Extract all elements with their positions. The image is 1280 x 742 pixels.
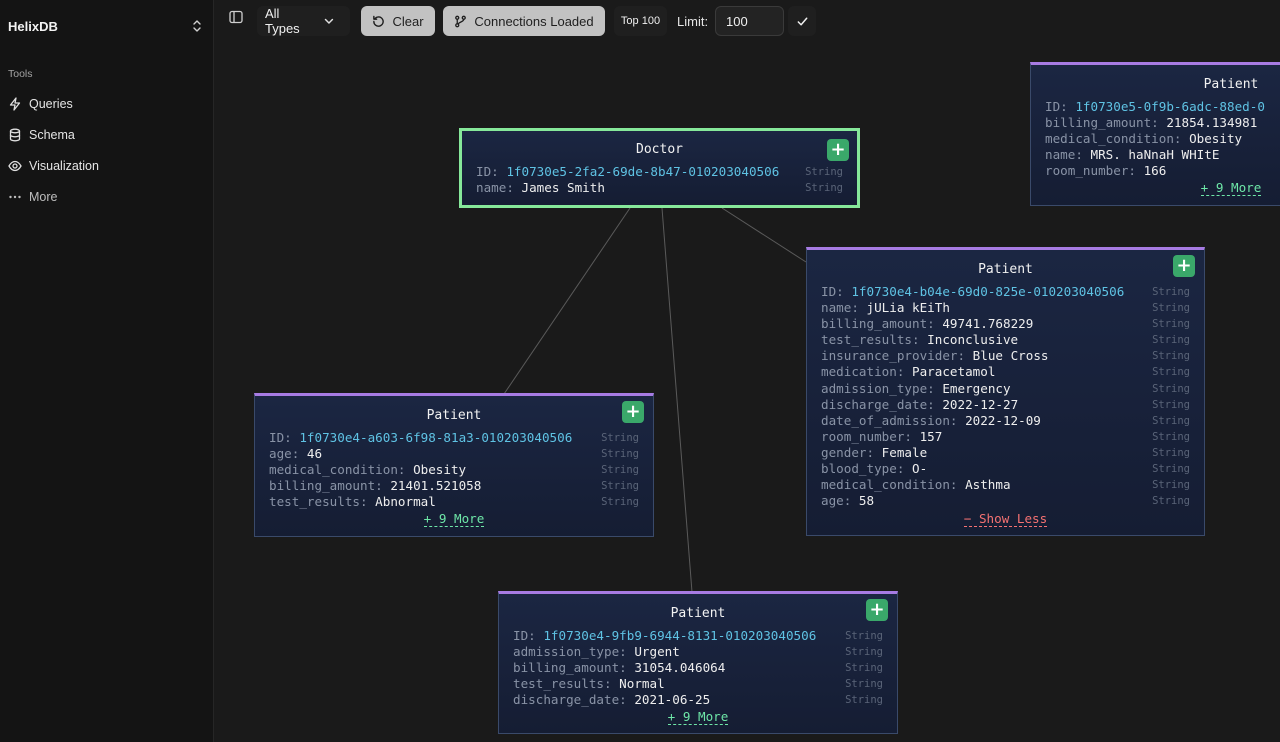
limit-label: Limit: — [677, 14, 709, 29]
eye-icon — [8, 160, 22, 171]
property-row: medical_condition: Obesity — [1045, 131, 1243, 147]
top-button-label: Top 100 — [620, 15, 661, 27]
property-row: billing_amount: 21854.134981 — [1045, 115, 1258, 131]
ellipsis-icon — [9, 195, 21, 198]
sidebar: HelixDB Tools Queries Schema Visualizati… — [0, 0, 214, 742]
apply-limit-button[interactable] — [788, 6, 816, 36]
plus-icon: + — [830, 139, 846, 160]
property-row: ID: 1f0730e4-b04e-69d0-825e-010203040506… — [821, 284, 1190, 299]
property-row: room_number: 166 — [1045, 163, 1167, 179]
add-connection-button[interactable]: + — [866, 599, 888, 621]
node-patient-top-right[interactable]: Patient ID: 1f0730e5-0f9b-6adc-88ed-0 bi… — [1030, 62, 1280, 206]
chevron-up-down-icon — [193, 20, 201, 32]
property-row: ID: 1f0730e5-0f9b-6adc-88ed-0 — [1045, 99, 1265, 114]
rotate-ccw-icon — [373, 15, 385, 27]
workspace-switcher[interactable]: HelixDB — [8, 14, 204, 38]
node-title: Doctor — [636, 142, 683, 157]
node-title: Patient — [1203, 77, 1259, 92]
show-more-link[interactable]: + 9 More — [423, 511, 485, 528]
sidebar-item-more[interactable]: More — [0, 181, 214, 212]
property-row: name: MRS. haNnaH WHItE — [1045, 147, 1220, 163]
sidebar-item-visualization[interactable]: Visualization — [0, 150, 214, 181]
database-icon — [9, 128, 21, 141]
connections-button-label: Connections Loaded — [474, 13, 594, 29]
clear-button-label: Clear — [392, 13, 424, 29]
node-properties: ID: 1f0730e4-a603-6f98-81a3-010203040506… — [255, 430, 653, 510]
node-properties: ID: 1f0730e4-9fb9-6944-8131-010203040506… — [499, 628, 897, 708]
edge-doctor-patient-right — [721, 207, 807, 263]
git-branch-icon — [455, 15, 467, 27]
show-more-link[interactable]: + 9 More — [667, 709, 729, 726]
plus-icon: + — [1176, 255, 1192, 276]
node-properties: ID: 1f0730e4-b04e-69d0-825e-010203040506… — [807, 284, 1204, 509]
brand-name: HelixDB — [8, 18, 58, 34]
sidebar-nav: Queries Schema Visualization More — [0, 88, 214, 212]
sidebar-item-label: Visualization — [29, 158, 99, 173]
sidebar-toggle-icon[interactable] — [228, 9, 244, 25]
bolt-icon — [9, 96, 21, 111]
type-filter-dropdown[interactable]: All Types — [257, 6, 350, 36]
chevron-down-icon — [324, 18, 334, 24]
node-patient-right[interactable]: Patient + ID: 1f0730e4-b04e-69d0-825e-01… — [806, 247, 1205, 536]
top-100-button[interactable]: Top 100 — [614, 6, 667, 36]
check-icon — [797, 17, 807, 25]
sidebar-item-label: Queries — [29, 96, 73, 111]
add-connection-button[interactable]: + — [1173, 255, 1195, 277]
sidebar-item-label: More — [29, 189, 58, 204]
node-title: Patient — [978, 262, 1033, 277]
sidebar-item-label: Schema — [29, 127, 75, 142]
node-doctor[interactable]: Doctor + ID: 1f0730e5-2fa2-69de-8b47-010… — [459, 128, 860, 208]
section-label-tools: Tools — [8, 68, 33, 80]
edge-doctor-patient-bottom — [661, 207, 693, 593]
property-row: blood_type: O-String — [821, 461, 1190, 477]
property-row: ID: 1f0730e4-9fb9-6944-8131-010203040506… — [513, 628, 883, 643]
sidebar-item-queries[interactable]: Queries — [0, 88, 214, 119]
property-row: ID: 1f0730e4-a603-6f98-81a3-010203040506… — [269, 430, 639, 445]
show-more-link[interactable]: + 9 More — [1200, 180, 1262, 197]
node-patient-left[interactable]: Patient + ID: 1f0730e4-a603-6f98-81a3-01… — [254, 393, 654, 537]
plus-icon: + — [625, 401, 641, 422]
clear-button[interactable]: Clear — [361, 6, 435, 36]
property-row: ID: 1f0730e5-2fa2-69de-8b47-010203040506… — [476, 164, 843, 179]
limit-input[interactable] — [715, 6, 784, 36]
node-properties: ID: 1f0730e5-0f9b-6adc-88ed-0 billing_am… — [1031, 99, 1280, 179]
node-properties: ID: 1f0730e5-2fa2-69de-8b47-010203040506… — [462, 164, 857, 196]
connections-loaded-button[interactable]: Connections Loaded — [443, 6, 605, 36]
edge-doctor-patient-left — [503, 207, 631, 395]
add-connection-button[interactable]: + — [827, 139, 849, 161]
node-patient-bottom[interactable]: Patient + ID: 1f0730e4-9fb9-6944-8131-01… — [498, 591, 898, 734]
add-connection-button[interactable]: + — [622, 401, 644, 423]
node-title: Patient — [670, 606, 726, 621]
sidebar-item-schema[interactable]: Schema — [0, 119, 214, 150]
show-less-link[interactable]: − Show Less — [963, 511, 1048, 528]
plus-icon: + — [869, 599, 885, 620]
node-title: Patient — [426, 408, 482, 423]
type-filter-value: All Types — [265, 6, 300, 36]
